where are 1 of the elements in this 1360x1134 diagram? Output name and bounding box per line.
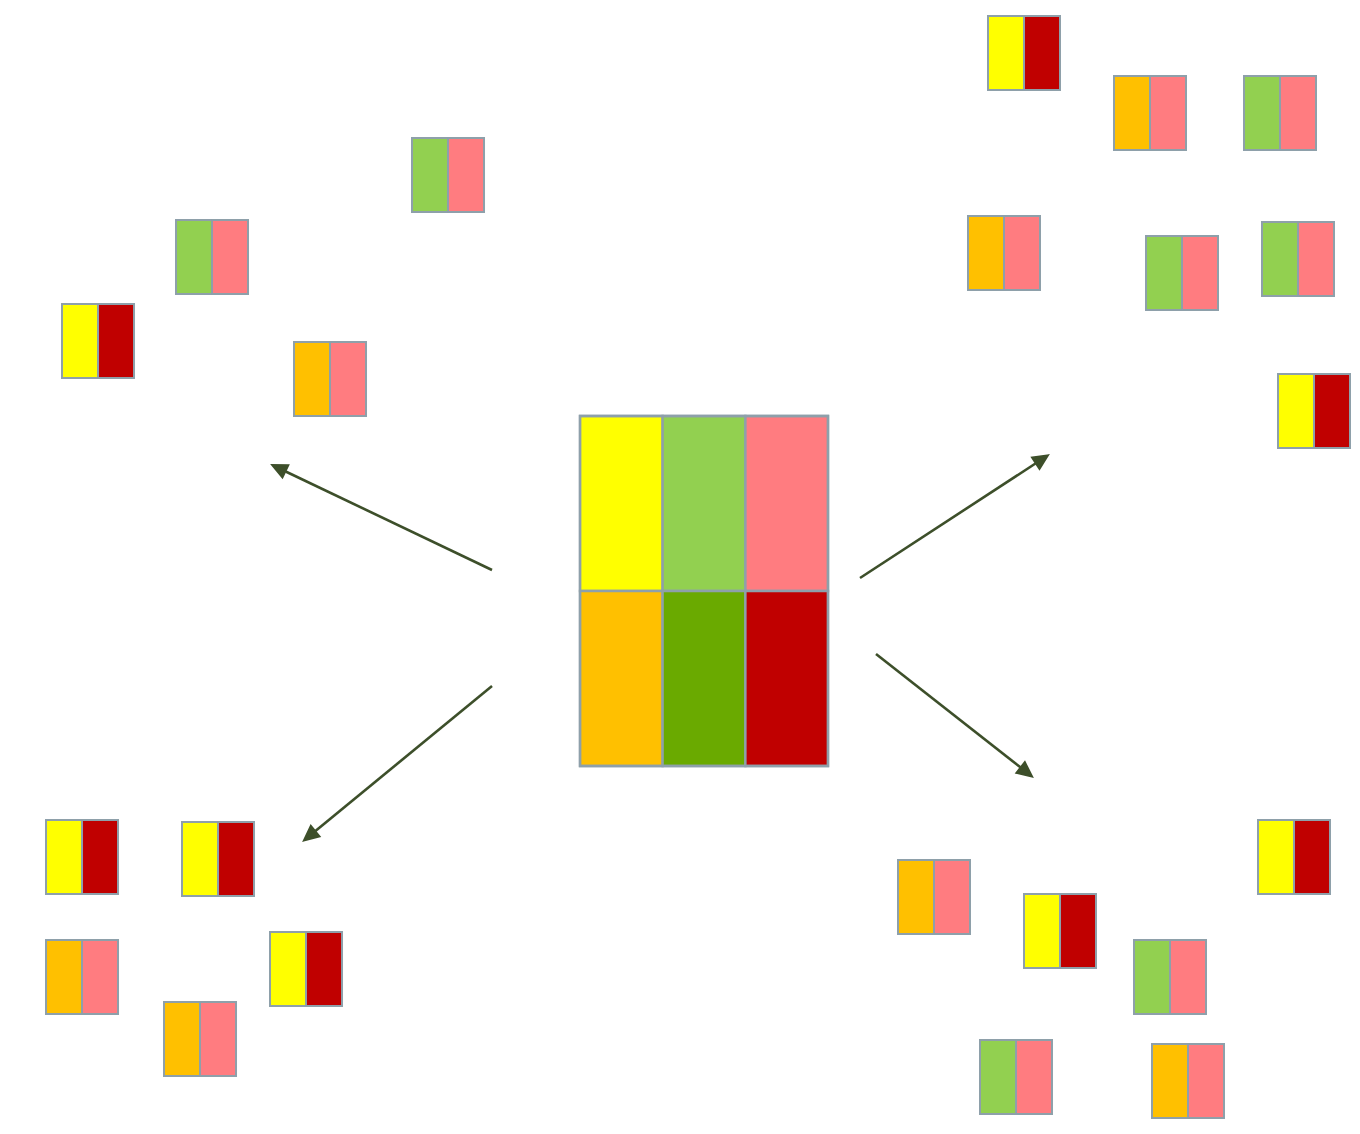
color-grid	[578, 414, 830, 768]
